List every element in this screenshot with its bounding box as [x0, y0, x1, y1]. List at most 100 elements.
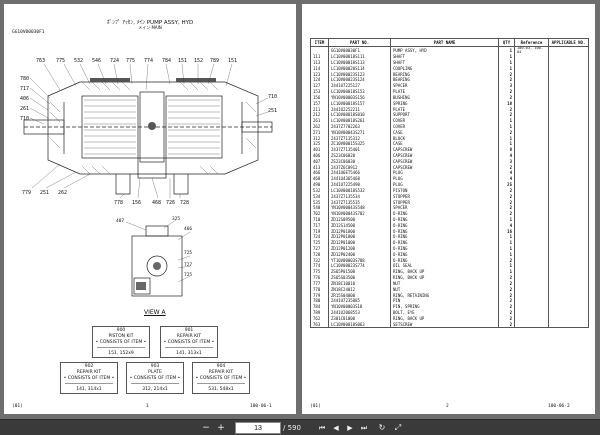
kit-box-902: 902 REPAIR KIT • CONSISTS OF ITEM • 141,…	[60, 362, 118, 394]
prev-page-icon[interactable]: ◀	[333, 424, 339, 432]
svg-text:774: 774	[144, 58, 153, 64]
kit-number: 900	[116, 328, 126, 333]
kit-number: 901	[184, 328, 194, 333]
svg-text:789: 789	[210, 58, 219, 64]
svg-text:775: 775	[126, 58, 135, 64]
kit-divider	[131, 383, 179, 384]
kit-box-904: 904 REPAIR KIT • CONSISTS OF ITEM • 531,…	[192, 362, 250, 394]
svg-text:780: 780	[20, 76, 29, 82]
first-page-icon[interactable]: ⏮	[318, 424, 326, 432]
applicable-cell	[548, 89, 589, 95]
applicable-cell	[548, 135, 589, 142]
kit-items: 141, 313x1	[176, 351, 202, 356]
applicable-cell	[548, 100, 589, 107]
kit-consists: • CONSISTS OF ITEM •	[163, 340, 215, 345]
applicable-cell	[548, 164, 589, 171]
item-cell: 763	[310, 321, 329, 329]
qty-cell: 2	[498, 321, 515, 329]
kit-name: PISTON KIT	[108, 334, 134, 339]
last-page-icon[interactable]: ⏭	[360, 424, 368, 432]
fit-icon[interactable]: ⤢	[394, 423, 402, 432]
applicable-cell	[548, 286, 589, 293]
applicable-cell	[548, 158, 589, 165]
footer-right: 100-06-1	[250, 404, 272, 409]
applicable-cell	[548, 263, 589, 270]
svg-text:151: 151	[178, 58, 187, 64]
applicable-cell	[548, 65, 589, 72]
zoom-in-icon[interactable]: +	[217, 423, 225, 433]
page-number-input[interactable]	[235, 422, 281, 434]
applicable-cell	[548, 106, 589, 113]
svg-text:546: 546	[92, 58, 101, 64]
svg-text:466: 466	[184, 226, 192, 232]
column-header: PART NO.	[328, 38, 391, 47]
parts-table: ITEM PART NO. PART NAME QTY Reference AP…	[310, 38, 589, 329]
applicable-cell	[548, 123, 589, 130]
kit-divider	[97, 347, 145, 348]
footer-left: (01)	[310, 404, 321, 409]
column-header: APPLICABLE NO.	[548, 38, 589, 47]
svg-text:261: 261	[20, 106, 29, 112]
view-a-label: VIEW A	[144, 309, 166, 316]
column-header: QTY	[498, 38, 515, 47]
applicable-cell	[548, 275, 589, 281]
applicable-cell	[548, 222, 589, 229]
svg-text:775: 775	[56, 58, 65, 64]
page-2: ITEM PART NO. PART NAME QTY Reference AP…	[302, 4, 595, 414]
rotate-icon[interactable]: ↻	[378, 423, 386, 432]
svg-text:325: 325	[172, 216, 180, 222]
applicable-cell	[548, 60, 589, 66]
zoom-out-icon[interactable]: −	[202, 423, 210, 433]
page-subtitle: メイン MAIN	[138, 25, 162, 30]
kit-name: REPAIR KIT	[76, 370, 102, 375]
kit-name: PLATE	[148, 370, 162, 375]
kit-number: 903	[150, 364, 160, 369]
column-header: Reference	[514, 38, 549, 47]
applicable-cell	[548, 54, 589, 60]
qty-cell: 1	[498, 46, 515, 55]
next-page-icon[interactable]: ▶	[347, 424, 353, 432]
applicable-cell	[548, 321, 589, 329]
kit-number: 902	[84, 364, 94, 369]
applicable-cell	[548, 257, 589, 264]
reference-cell: 100-03, 100-04	[514, 46, 549, 55]
svg-text:251: 251	[40, 190, 49, 196]
kit-name: REPAIR KIT	[176, 334, 202, 339]
applicable-cell	[548, 147, 589, 153]
applicable-cell	[548, 176, 589, 183]
assembly-code: GG10V00030F1	[12, 30, 45, 35]
applicable-cell	[548, 228, 589, 235]
svg-text:763: 763	[36, 58, 45, 64]
kit-items: 141, 314x1	[76, 387, 102, 392]
applicable-cell	[548, 182, 589, 188]
kit-consists: • CONSISTS OF ITEM •	[129, 376, 181, 381]
svg-text:728: 728	[180, 200, 189, 206]
